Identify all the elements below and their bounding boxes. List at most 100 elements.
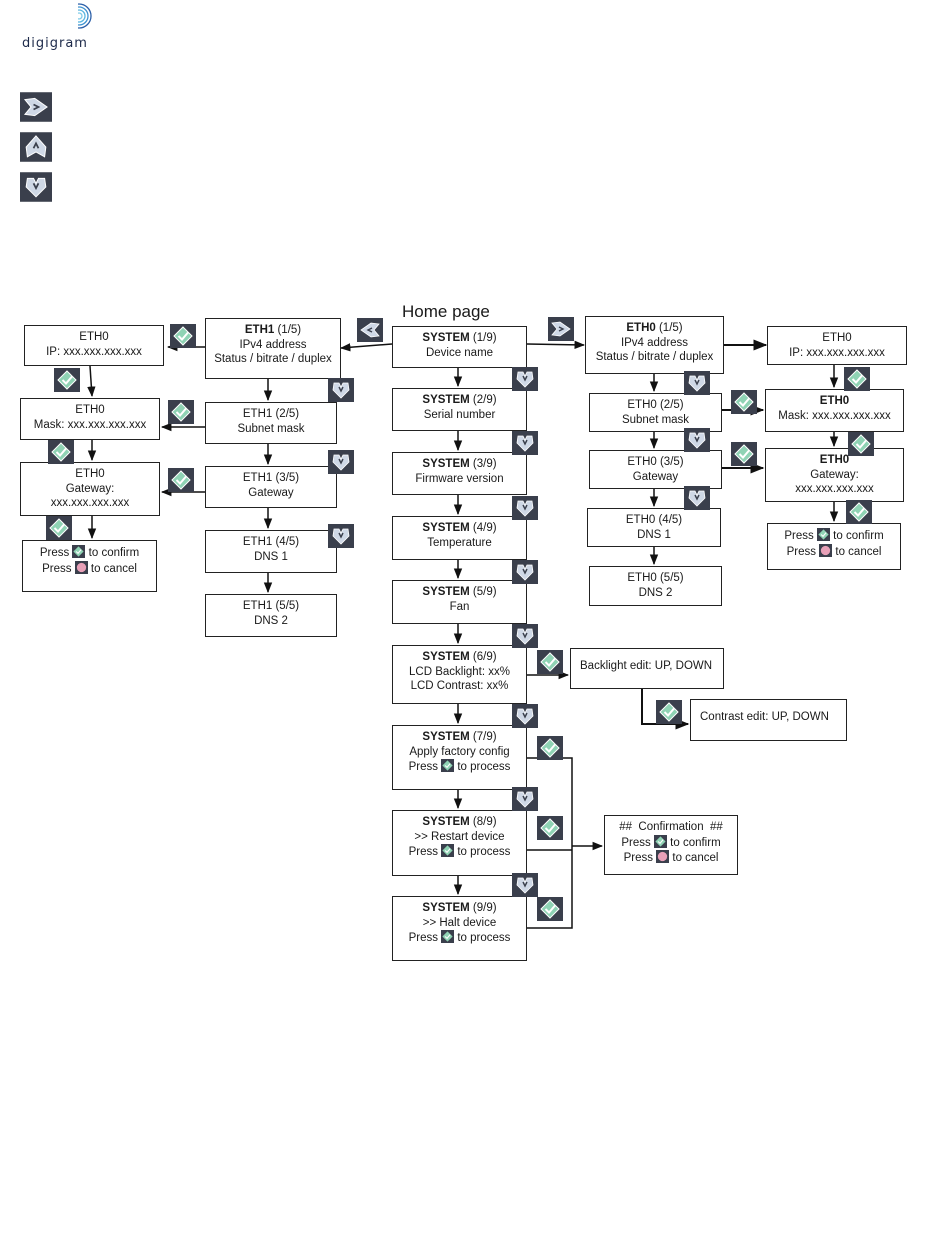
left-ip-edit-node: ETH0 IP: xxx.xxx.xxx.xxx [24, 325, 164, 366]
node-head: ETH0 [627, 572, 657, 584]
press-label: Press [623, 852, 653, 864]
ok-check-icon [48, 440, 74, 464]
eth0-4-node: ETH0 (4/5) DNS 1 [587, 508, 721, 547]
ok-check-icon [656, 700, 682, 724]
cancel-icon [656, 850, 669, 863]
node-index: (1/5) [274, 324, 302, 336]
down-arrow-button-icon [512, 560, 538, 584]
ok-check-icon [537, 897, 563, 921]
ok-check-icon [537, 736, 563, 760]
node-head: ETH1 [244, 324, 275, 336]
edit-value: Mask: xxx.xxx.xxx.xxx [778, 409, 891, 422]
node-head: ETH1 [242, 600, 273, 612]
edit-title: ETH0 [79, 331, 109, 343]
press-label: Press [42, 562, 72, 575]
down-arrow-button-icon [512, 431, 538, 455]
edit-title: ETH0 [75, 468, 105, 480]
ok-check-icon [848, 432, 874, 456]
system-2-node: SYSTEM (2/9) Serial number [392, 388, 527, 431]
node-line: Firmware version [415, 472, 504, 485]
node-head: SYSTEM [422, 332, 470, 344]
press-label: Press [408, 932, 438, 944]
ok-check-icon [844, 367, 870, 391]
right-ip-edit-node: ETH0 IP: xxx.xxx.xxx.xxx [767, 326, 907, 365]
confirm-label: to confirm [88, 547, 140, 559]
node-index: (3/5) [656, 456, 684, 468]
edit-value: IP: xxx.xxx.xxx.xxx [789, 346, 885, 359]
node-line: Subnet mask [237, 422, 305, 435]
backlight-edit-label: Backlight edit: UP, DOWN [580, 660, 713, 672]
node-index: (5/9) [469, 586, 497, 598]
ok-check-icon [817, 528, 830, 541]
node-line: IPv4 address [239, 338, 307, 351]
ok-check-icon [846, 500, 872, 524]
logo-text: digigram [22, 36, 88, 51]
node-line: LCD Contrast: xx% [410, 680, 509, 692]
down-arrow-button-icon [512, 496, 538, 520]
home-page-label: Home page [402, 302, 490, 321]
cancel-label: to cancel [835, 545, 882, 558]
system-5-node: SYSTEM (5/9) Fan [392, 580, 527, 624]
cancel-label: to cancel [90, 562, 137, 575]
node-head: ETH0 [627, 399, 657, 411]
press-label: Press [784, 530, 814, 542]
down-arrow-button-icon [684, 428, 710, 452]
press-label: Press [408, 761, 438, 773]
node-head: SYSTEM [422, 731, 470, 743]
ok-check-icon [170, 324, 196, 348]
confirm-label: to confirm [670, 836, 721, 849]
node-head: ETH1 [242, 408, 273, 420]
node-index: (8/9) [469, 816, 497, 828]
down-arrow-button-icon [512, 624, 538, 648]
ok-check-icon [537, 816, 563, 840]
ok-check-icon [654, 835, 667, 848]
cancel-icon [819, 544, 832, 557]
node-index: (3/5) [272, 472, 300, 484]
node-line: Gateway [248, 486, 294, 499]
node-head: ETH0 [626, 322, 656, 334]
node-index: (9/9) [469, 902, 497, 914]
node-line: >> Restart device [414, 830, 505, 843]
left-gateway-edit-node: ETH0 Gateway: xxx.xxx.xxx.xxx [20, 462, 160, 516]
node-line: DNS 1 [637, 528, 671, 541]
edit-line: Gateway: [810, 468, 859, 481]
node-line: Gateway [632, 470, 679, 483]
confirm-label: to confirm [833, 530, 884, 542]
confirmation-title: ## Confirmation ## [619, 821, 723, 833]
backlight-edit-node: Backlight edit: UP, DOWN [570, 648, 724, 689]
press-label: Press [408, 846, 438, 858]
node-index: (2/5) [272, 408, 300, 420]
ok-check-icon [731, 390, 757, 414]
node-index: (1/5) [655, 322, 683, 334]
node-index: (4/9) [469, 522, 497, 534]
node-line: Subnet mask [621, 413, 690, 426]
node-index: (2/9) [469, 394, 497, 406]
contrast-edit-label: Contrast edit: UP, DOWN [700, 711, 829, 723]
edit-title: ETH0 [75, 404, 105, 416]
left-arrow-button-icon [357, 318, 383, 342]
process-label: to process [454, 932, 511, 944]
right-mask-edit-node: ETH0 Mask: xxx.xxx.xxx.xxx [765, 389, 904, 432]
node-line: Apply factory config [409, 745, 510, 758]
down-arrow-button-icon [512, 873, 538, 897]
ok-check-icon [537, 650, 563, 674]
right-gateway-edit-node: ETH0 Gateway: xxx.xxx.xxx.xxx [765, 448, 904, 502]
node-head: SYSTEM [422, 586, 470, 598]
node-line: DNS 2 [254, 614, 288, 627]
node-head: SYSTEM [422, 458, 470, 470]
node-head: SYSTEM [422, 902, 470, 914]
node-head: SYSTEM [422, 816, 470, 828]
node-index: (6/9) [469, 651, 497, 663]
node-line: Status / bitrate / duplex [595, 351, 714, 363]
node-line: LCD Backlight: xx% [409, 665, 510, 678]
eth0-5-node: ETH0 (5/5) DNS 2 [589, 566, 722, 606]
node-head: SYSTEM [422, 651, 470, 663]
ok-check-icon [54, 368, 80, 392]
down-arrow-button-icon [512, 367, 538, 391]
digigram-logo-icon [64, 0, 92, 32]
eth1-5-node: ETH1 (5/5) DNS 2 [205, 594, 337, 637]
system-6-node: SYSTEM (6/9) LCD Backlight: xx% LCD Cont… [392, 645, 527, 704]
eth1-2-node: ETH1 (2/5) Subnet mask [205, 402, 337, 444]
cancel-icon [75, 561, 88, 574]
